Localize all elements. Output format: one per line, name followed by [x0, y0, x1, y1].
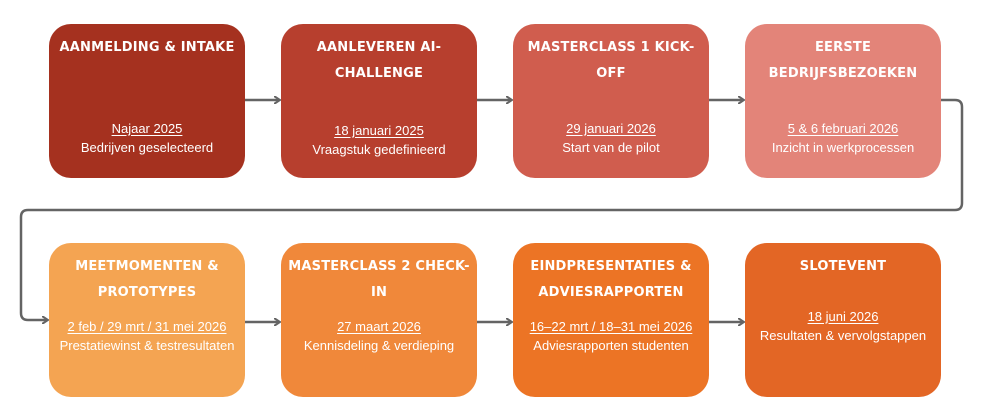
- step-eindpresentaties-adviesrapporten: EINDPRESENTATIES & ADVIESRAPPORTEN 16–22…: [513, 243, 709, 397]
- step-description: Vraagstuk gedefinieerd: [312, 142, 446, 157]
- step-description: Resultaten & vervolgstappen: [759, 328, 927, 343]
- step-description: Inzicht in werkprocessen: [771, 140, 915, 155]
- step-title: MEETMOMENTEN & PROTOTYPES: [75, 259, 219, 300]
- step-title: MASTERCLASS 2 CHECK-IN: [288, 259, 470, 300]
- step-masterclass-1-kick-off: MASTERCLASS 1 KICK-OFF 29 januari 2026 S…: [513, 24, 709, 178]
- step-aanleveren-ai-challenge: AANLEVEREN AI-CHALLENGE 18 januari 2025 …: [281, 24, 477, 178]
- step-description: Start van de pilot: [562, 140, 660, 155]
- step-meetmomenten-prototypes: MEETMOMENTEN & PROTOTYPES 2 feb / 29 mrt…: [49, 243, 245, 397]
- step-slotevent: SLOTEVENT 18 juni 2026 Resultaten & verv…: [745, 243, 941, 397]
- step-title: SLOTEVENT: [799, 259, 887, 274]
- step-date: 2 feb / 29 mrt / 31 mei 2026: [67, 319, 227, 334]
- step-title: MASTERCLASS 1 KICK-OFF: [527, 40, 695, 81]
- step-date: 18 juni 2026: [807, 309, 879, 324]
- step-aanmelding-intake: AANMELDING & INTAKE Najaar 2025 Bedrijve…: [49, 24, 245, 178]
- step-eerste-bedrijfsbezoeken: EERSTE BEDRIJFSBEZOEKEN 5 & 6 februari 2…: [745, 24, 941, 178]
- step-description: Bedrijven geselecteerd: [80, 140, 214, 155]
- step-description: Prestatiewinst & testresultaten: [59, 338, 235, 353]
- step-description: Adviesrapporten studenten: [533, 338, 689, 353]
- step-date: 29 januari 2026: [566, 121, 656, 136]
- step-title: AANLEVEREN AI-CHALLENGE: [316, 40, 442, 81]
- step-description: Kennisdeling & verdieping: [303, 338, 455, 353]
- step-date: 27 maart 2026: [337, 319, 421, 334]
- step-title: EERSTE BEDRIJFSBEZOEKEN: [768, 40, 918, 81]
- step-masterclass-2-check-in: MASTERCLASS 2 CHECK-IN 27 maart 2026 Ken…: [281, 243, 477, 397]
- step-date: 16–22 mrt / 18–31 mei 2026: [529, 319, 693, 334]
- step-title: EINDPRESENTATIES & ADVIESRAPPORTEN: [530, 259, 692, 300]
- step-date: Najaar 2025: [111, 121, 183, 136]
- step-date: 18 januari 2025: [334, 123, 424, 138]
- step-date: 5 & 6 februari 2026: [787, 121, 899, 136]
- step-title: AANMELDING & INTAKE: [59, 40, 235, 55]
